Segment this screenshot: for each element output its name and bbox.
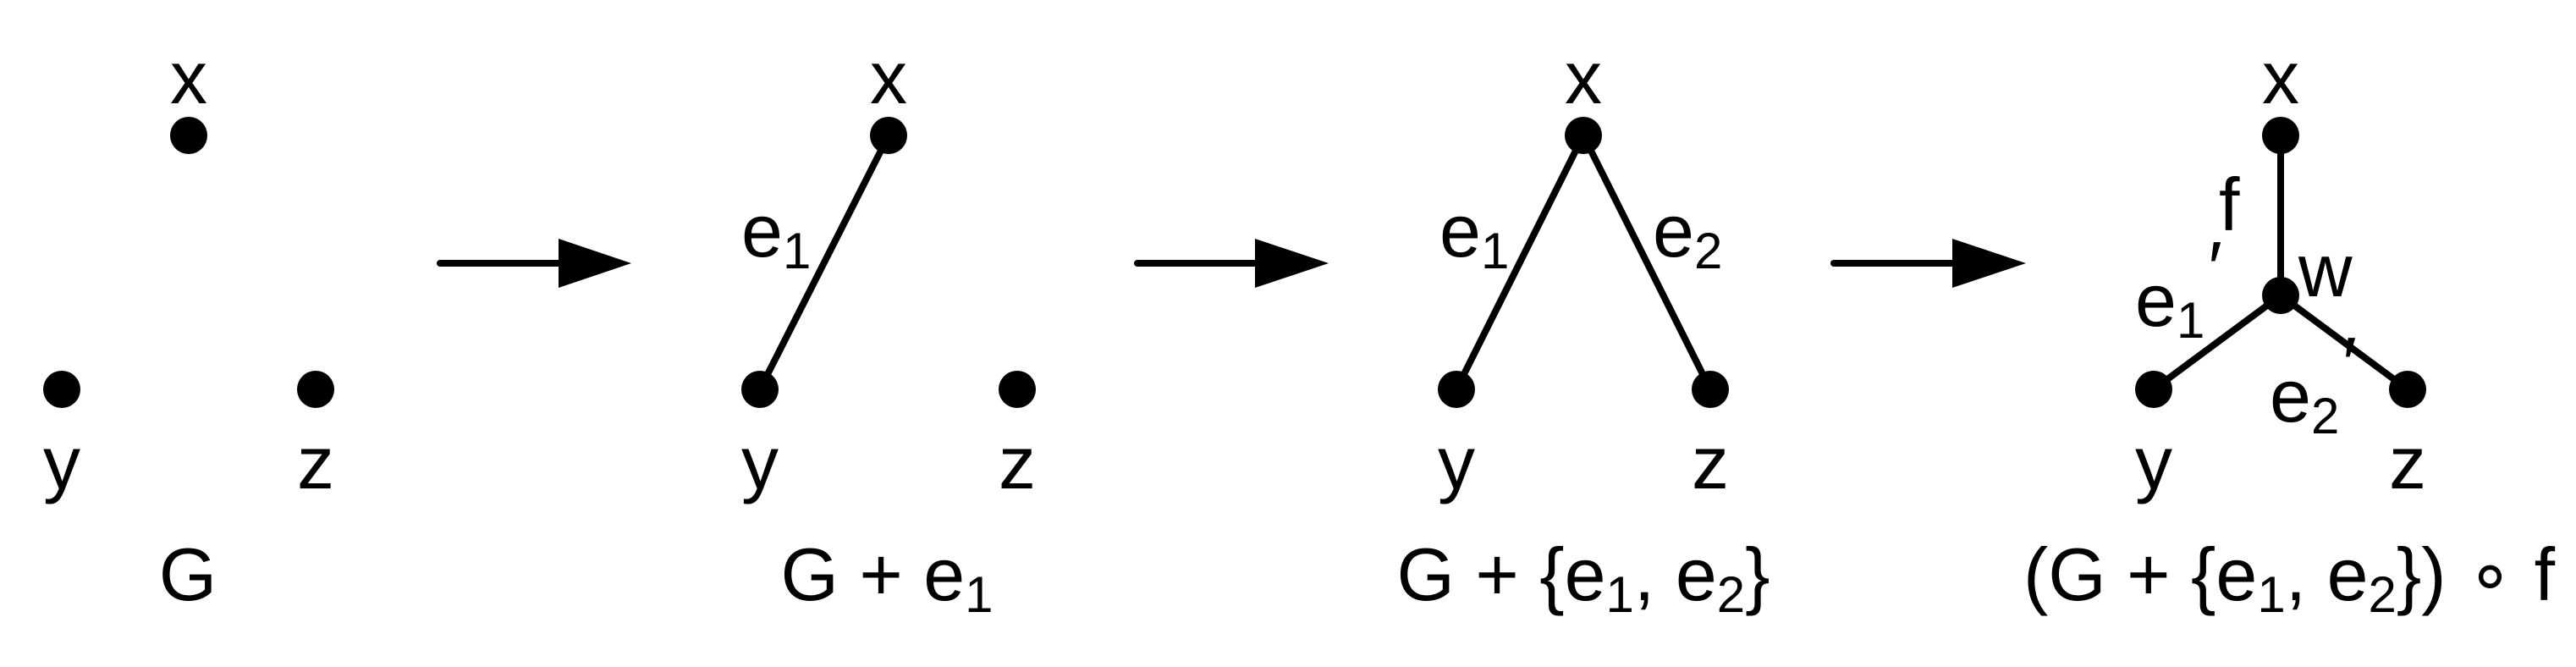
text-part: e — [2270, 354, 2311, 438]
edge-e1 — [1453, 134, 1587, 391]
vertex-y — [43, 371, 80, 408]
subscript: 2 — [2311, 388, 2339, 444]
text-part: e — [2135, 258, 2177, 342]
edge-label: e1 — [1439, 189, 1509, 279]
arrow-2 — [1134, 239, 1329, 288]
text-part: G — [159, 532, 217, 616]
vertex-label-z: z — [297, 421, 334, 504]
subscript: 1 — [1481, 223, 1509, 279]
text-part: , e — [1634, 532, 1717, 616]
vertex-label-z: z — [1692, 421, 1729, 504]
subscript: 1 — [965, 566, 993, 623]
edge-label: f — [2219, 163, 2240, 246]
subscript: 2 — [1694, 223, 1722, 279]
vertex-z — [1692, 371, 1729, 408]
edge-e2 — [1580, 134, 1714, 391]
vertex-x — [2262, 117, 2299, 154]
vertex-label-z: z — [2389, 421, 2426, 504]
subscript: 2 — [1717, 566, 1745, 623]
vertex-label-w: w — [2298, 229, 2353, 312]
vertex-y — [1438, 371, 1475, 408]
vertex-x — [170, 117, 207, 154]
transition-arrows — [437, 239, 2026, 288]
vertex-label-y: y — [2135, 421, 2172, 504]
vertex-label-x: x — [1565, 36, 1602, 119]
vertex-label-y: y — [1438, 421, 1475, 504]
edge-label: e2 — [1653, 189, 1722, 279]
vertex-label-y: y — [741, 421, 779, 504]
text-part: e — [741, 189, 783, 273]
vertex-label-y: y — [43, 421, 80, 504]
subscript: 2 — [2369, 566, 2397, 623]
text-part: G + {e — [1396, 532, 1605, 616]
vertex-z — [999, 371, 1036, 408]
subscript: 1 — [2177, 292, 2204, 349]
edge-e2-prime — [2278, 292, 2410, 393]
edge-label: e1′ — [2135, 226, 2222, 349]
arrow-head-icon — [1952, 239, 2026, 288]
panel-caption: G + e1 — [780, 532, 993, 623]
vertex-z — [2389, 371, 2426, 408]
edge-label: e2′ — [2270, 322, 2357, 444]
vertex-x — [870, 117, 907, 154]
vertex-x — [1565, 117, 1602, 154]
text-part: , e — [2286, 532, 2369, 616]
panel-caption: (G + {e1, e2}) ∘ f — [2023, 532, 2556, 623]
vertex-label-z: z — [999, 421, 1036, 504]
vertex-y — [2135, 371, 2172, 408]
text-part: f — [2219, 163, 2240, 246]
text-part: G + e — [780, 532, 965, 616]
prime-mark: ′ — [2208, 226, 2222, 310]
edge-e1 — [757, 134, 892, 391]
text-part: } — [1745, 532, 1770, 616]
vertex-y — [741, 371, 779, 408]
panel-G: x y zG — [43, 36, 334, 616]
text-part: }) ∘ f — [2397, 532, 2556, 616]
prime-mark: ′ — [2342, 322, 2357, 405]
vertex-label-x: x — [870, 36, 907, 119]
panel-caption: G — [159, 532, 217, 616]
arrow-head-icon — [1255, 239, 1329, 288]
edge-e1-prime — [2151, 292, 2283, 393]
arrow-3 — [1830, 239, 2026, 288]
edge-label: e1 — [741, 189, 811, 279]
text-part: e — [1653, 189, 1694, 273]
arrow-1 — [437, 239, 631, 288]
subscript: 1 — [783, 223, 811, 279]
arrow-head-icon — [559, 239, 631, 288]
subscript: 1 — [1606, 566, 1634, 623]
panel-caption: G + {e1, e2} — [1396, 532, 1770, 623]
vertex-label-x: x — [2262, 36, 2299, 119]
text-part: (G + {e — [2023, 532, 2257, 616]
vertex-label-x: x — [170, 36, 207, 119]
text-part: e — [1439, 189, 1481, 273]
subscript: 1 — [2257, 566, 2285, 623]
vertex-w — [2262, 277, 2299, 314]
vertex-z — [297, 371, 334, 408]
